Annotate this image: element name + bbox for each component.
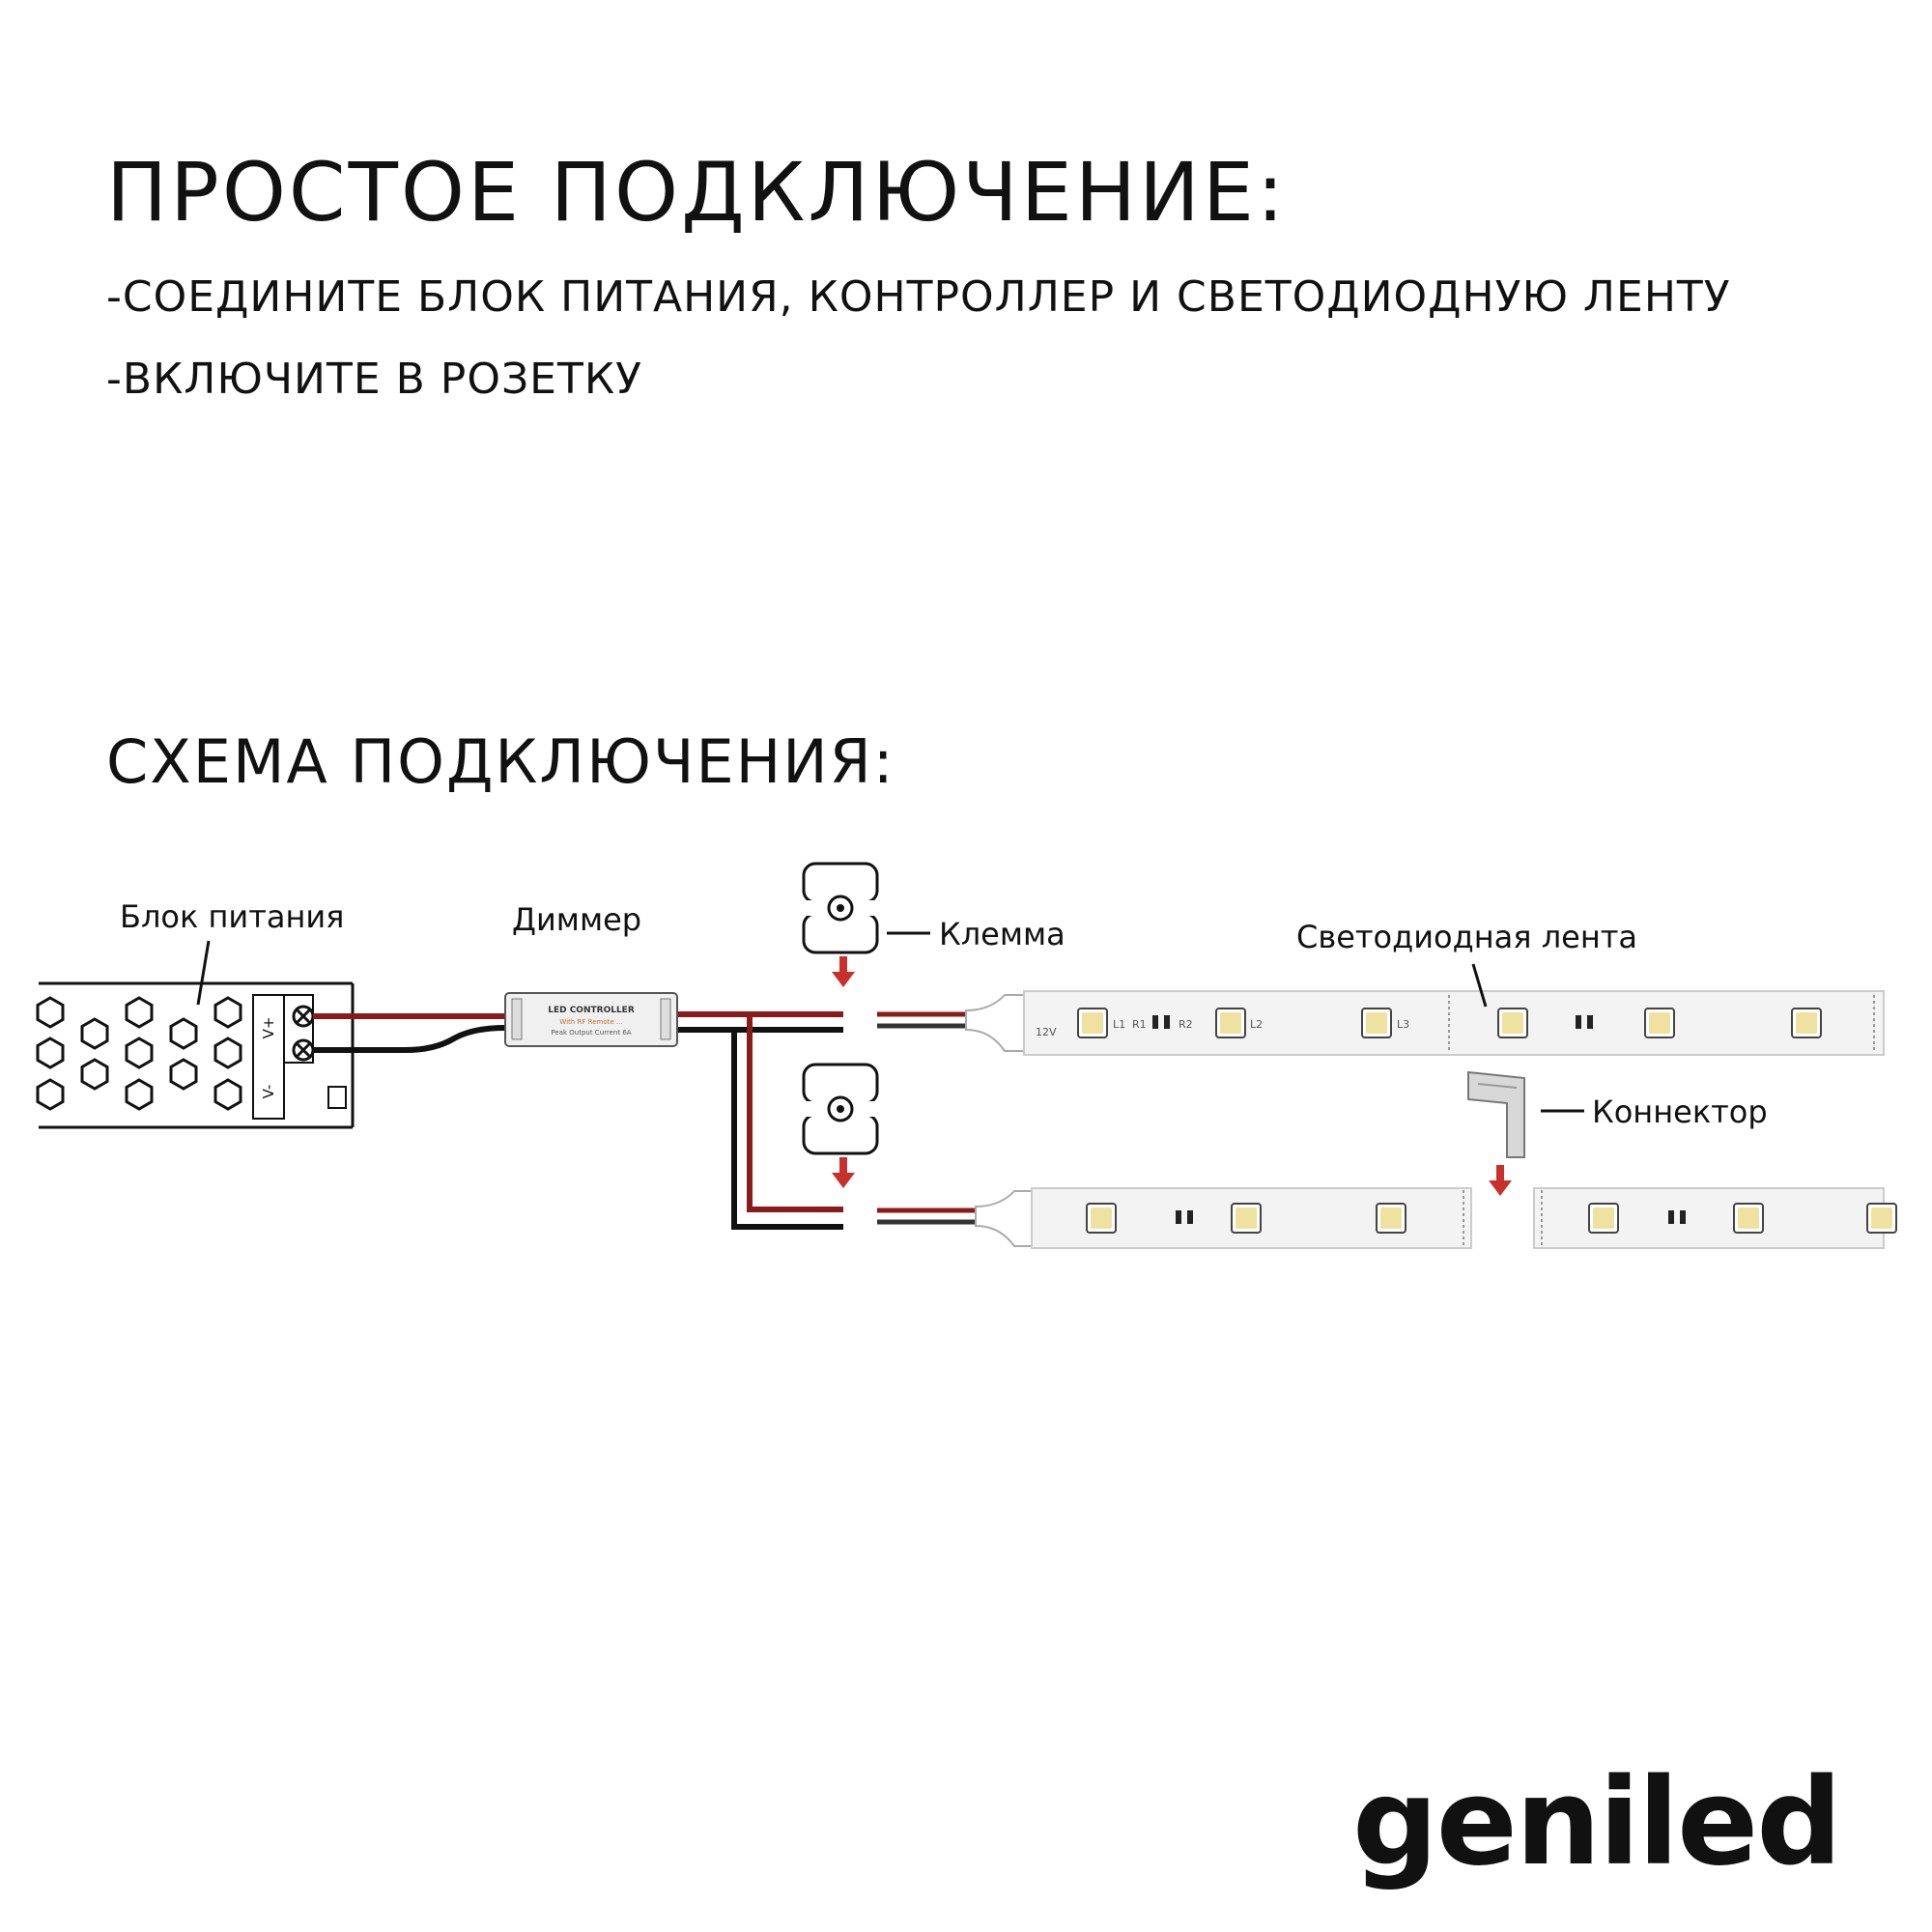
strip-mark-l2: L2 <box>1250 1018 1263 1031</box>
pointer-led-strip <box>1471 963 1488 1008</box>
label-led-strip: Светодиодная лента <box>1296 919 1637 955</box>
wiring-diagram: V+ V- Блок питания LED CONTROLLER With R… <box>36 862 1897 1249</box>
arrow-down-icon <box>1489 1165 1512 1196</box>
label-power-supply: Блок питания <box>120 898 344 935</box>
scheme-title: СХЕМА ПОДКЛЮЧЕНИЯ: <box>106 726 895 797</box>
screw-terminal-plus <box>292 1005 315 1028</box>
arrow-down-icon <box>832 1157 855 1188</box>
led-strip-bottom-segment <box>1533 1187 1897 1249</box>
label-dimmer: Диммер <box>512 901 641 938</box>
connector-icon <box>1467 1070 1525 1158</box>
dimmer-controller: LED CONTROLLER With RF Remote ... Peak O… <box>504 992 678 1047</box>
led-strip-top: 12V L1 R1 R2 L2 L3 <box>877 990 1885 1056</box>
terminal-clamp-top <box>802 862 879 954</box>
strip-mark-l1: L1 <box>1113 1018 1125 1031</box>
pointer-power-supply <box>196 940 211 1006</box>
terminal-label-vplus: V+ <box>260 1017 277 1039</box>
strip-mark-l3: L3 <box>1397 1018 1409 1031</box>
controller-line3: Peak Output Current 6A <box>551 1029 631 1037</box>
label-terminal: Клемма <box>939 916 1065 952</box>
controller-name: LED CONTROLLER <box>548 1006 635 1015</box>
ventilation-holes <box>36 996 242 1111</box>
led-strip-bottom <box>877 1187 1472 1249</box>
arrow-down-icon <box>832 956 855 987</box>
strip-mark-12v: 12V <box>1036 1026 1057 1038</box>
strip-mark-r2: R2 <box>1179 1018 1193 1031</box>
instruction-step-1: -СОЕДИНИТЕ БЛОК ПИТАНИЯ, КОНТРОЛЛЕР И СВ… <box>106 272 1731 322</box>
wires <box>313 1011 843 1230</box>
controller-line2: With RF Remote ... <box>559 1018 622 1026</box>
terminal-clamp-bottom <box>802 1063 879 1155</box>
brand-logo: geniled <box>1351 1753 1842 1892</box>
screw-terminal-minus <box>292 1038 315 1062</box>
strip-mark-r1: R1 <box>1132 1018 1147 1031</box>
instruction-step-2: -ВКЛЮЧИТЕ В РОЗЕТКУ <box>106 355 642 404</box>
label-connector: Коннектор <box>1592 1094 1768 1130</box>
terminal-label-vminus: V- <box>260 1085 277 1099</box>
page-title: ПРОСТОЕ ПОДКЛЮЧЕНИЕ: <box>106 145 1288 240</box>
power-supply: V+ V- <box>36 981 355 1129</box>
